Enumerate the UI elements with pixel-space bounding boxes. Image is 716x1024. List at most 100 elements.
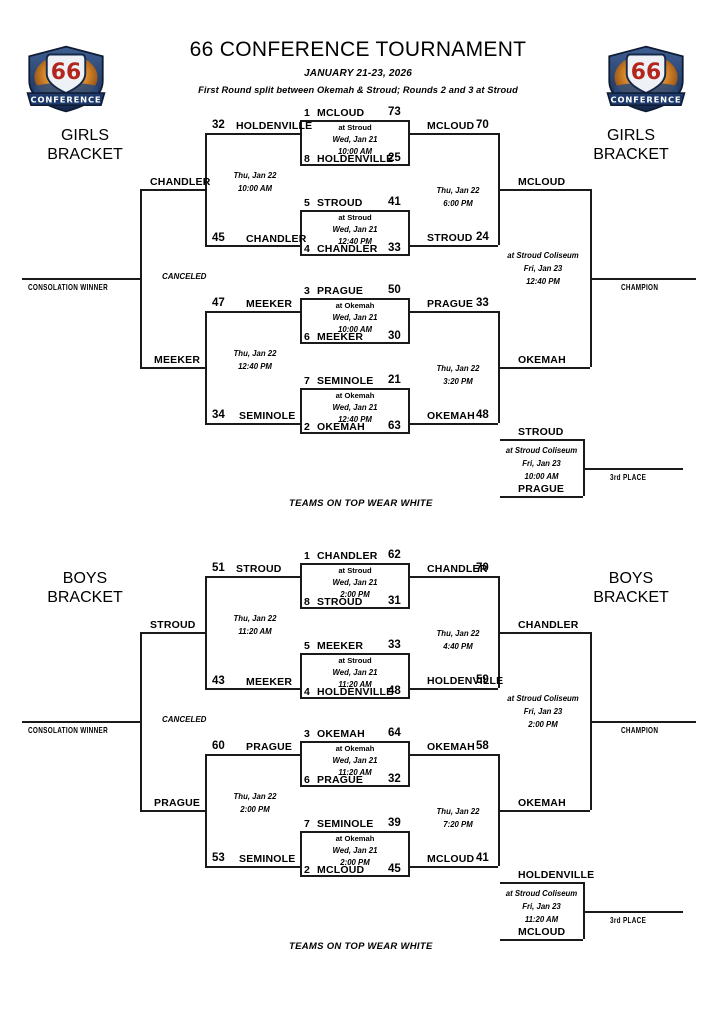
girls-semifinal-score: 48 — [476, 409, 489, 421]
boys-first-round-team: MCLOUD — [317, 864, 365, 876]
girls-first-round-seed: 8 — [304, 153, 310, 165]
girls-first-round-venue: at Stroud — [338, 213, 372, 222]
girls-semifinal-score: 33 — [476, 297, 489, 309]
girls-consolation-semi-time: 10:00 AM — [238, 184, 272, 193]
girls-consolation-winner-line — [22, 278, 140, 281]
boys-final-line — [498, 810, 590, 813]
girls-semifinal-team: STROUD — [427, 232, 473, 244]
boys-first-round-team: STROUD — [317, 596, 363, 608]
girls-final-line — [498, 189, 590, 192]
boys-first-round-seed: 7 — [304, 818, 310, 830]
boys-first-round-seed: 3 — [304, 728, 310, 740]
girls-first-round-seed: 3 — [304, 285, 310, 297]
boys-semifinal-score: 70 — [476, 562, 489, 574]
girls-semifinal-team: PRAGUE — [427, 298, 474, 310]
girls-first-round-team: PRAGUE — [317, 285, 364, 297]
boys-final-team: OKEMAH — [518, 797, 566, 809]
girls-semifinal-score: 70 — [476, 119, 489, 131]
boys-first-round-venue: at Okemah — [335, 744, 375, 753]
boys-consolation-line — [205, 576, 300, 579]
boys-consolation-line — [140, 632, 205, 635]
girls-third-place-time: 10:00 AM — [524, 472, 559, 481]
girls-first-round-seed: 6 — [304, 331, 310, 343]
boys-semifinal-line — [410, 866, 498, 869]
girls-first-round-venue: at Stroud — [338, 123, 372, 132]
girls-semifinal-line — [410, 423, 498, 426]
tournament-note: First Round split between Okemah & Strou… — [198, 85, 518, 95]
girls-consolation-semi-team: CHANDLER — [150, 176, 211, 188]
girls-first-round-team: SEMINOLE — [317, 375, 374, 387]
boys-semifinal-line — [410, 754, 498, 757]
boys-consolation-line — [205, 866, 300, 869]
boys-consolation-line — [205, 754, 208, 866]
boys-final-time: 2:00 PM — [528, 720, 558, 729]
girls-consolation-semi-team: MEEKER — [154, 354, 201, 366]
boys-first-round-date: Wed, Jan 21 — [332, 668, 378, 677]
boys-first-round-venue: at Stroud — [338, 656, 372, 665]
boys-first-round-score: 62 — [388, 549, 401, 561]
boys-third-place-time: 11:20 AM — [524, 915, 559, 924]
boys-consolation-score: 53 — [212, 852, 225, 864]
girls-first-round-seed: 1 — [304, 107, 310, 119]
boys-semifinal-team: MCLOUD — [427, 853, 475, 865]
boys-first-round-box — [300, 831, 410, 877]
girls-third-place-line — [583, 439, 586, 496]
girls-first-round-score: 21 — [388, 374, 401, 386]
boys-consolation-score: 60 — [212, 740, 225, 752]
girls-consolation-team: SEMINOLE — [239, 410, 296, 422]
girls-consolation-line — [140, 367, 205, 370]
boys-final-line — [498, 632, 590, 635]
girls-first-round-seed: 2 — [304, 421, 310, 433]
girls-first-round-time: 10:00 AM — [338, 325, 372, 334]
girls-consolation-semi-time: 12:40 PM — [238, 362, 272, 371]
girls-consolation-semi-date: Thu, Jan 22 — [233, 171, 277, 180]
girls-third-place-team: STROUD — [518, 426, 564, 438]
boys-first-round-score: 45 — [388, 863, 401, 875]
boys-first-round-team: SEMINOLE — [317, 818, 374, 830]
girls-consolation-score: 45 — [212, 232, 225, 244]
boys-first-round-time: 2:00 PM — [340, 590, 370, 599]
boys-semifinal-time: 7:20 PM — [443, 820, 473, 829]
boys-tagline: TEAMS ON TOP WEAR WHITE — [289, 941, 433, 952]
girls-first-round-time: 12:40 PM — [338, 415, 372, 424]
svg-text:66: 66 — [51, 60, 81, 85]
boys-first-round-score: 32 — [388, 773, 401, 785]
girls-first-round-box — [300, 120, 410, 166]
boys-semifinal-team: CHANDLER — [427, 563, 488, 575]
girls-first-round-score: 63 — [388, 420, 401, 432]
boys-third-place-venue: at Stroud Coliseum — [505, 889, 578, 898]
boys-first-round-seed: 4 — [304, 686, 310, 698]
girls-semifinal-score: 24 — [476, 231, 489, 243]
boys-third-place-line — [500, 939, 583, 942]
girls-consolation-team: HOLDENVILLE — [236, 120, 313, 132]
girls-first-round-date: Wed, Jan 21 — [332, 403, 378, 412]
boys-first-round-seed: 6 — [304, 774, 310, 786]
girls-third-place-line — [500, 496, 583, 499]
girls-semifinal-team: OKEMAH — [427, 410, 475, 422]
boys-first-round-box — [300, 741, 410, 787]
boys-semifinal-team: OKEMAH — [427, 741, 475, 753]
boys-consolation-status: CANCELED — [162, 715, 207, 724]
boys-third-place-output-line — [583, 911, 683, 914]
girls-semifinal-line — [410, 133, 498, 136]
girls-consolation-line — [140, 189, 205, 192]
page-title: 66 CONFERENCE TOURNAMENT — [189, 38, 527, 61]
girls-consolation-line — [205, 133, 300, 136]
girls-consolation-semi-date: Thu, Jan 22 — [233, 349, 277, 358]
boys-semifinal-date: Thu, Jan 22 — [436, 807, 480, 816]
girls-first-round-team: MEEKER — [317, 331, 364, 343]
boys-consolation-score: 43 — [212, 675, 225, 687]
boys-third-place-line — [500, 882, 583, 885]
boys-first-round-team: PRAGUE — [317, 774, 364, 786]
boys-third-place-team: MCLOUD — [518, 926, 566, 938]
girls-first-round-seed: 4 — [304, 243, 310, 255]
boys-first-round-team: CHANDLER — [317, 550, 378, 562]
girls-final-line — [498, 367, 590, 370]
boys-first-round-team: MEEKER — [317, 640, 364, 652]
boys-first-round-date: Wed, Jan 21 — [332, 578, 378, 587]
boys-consolation-semi-team: PRAGUE — [154, 797, 201, 809]
boys-consolation-team: SEMINOLE — [239, 853, 296, 865]
girls-first-round-score: 33 — [388, 242, 401, 254]
